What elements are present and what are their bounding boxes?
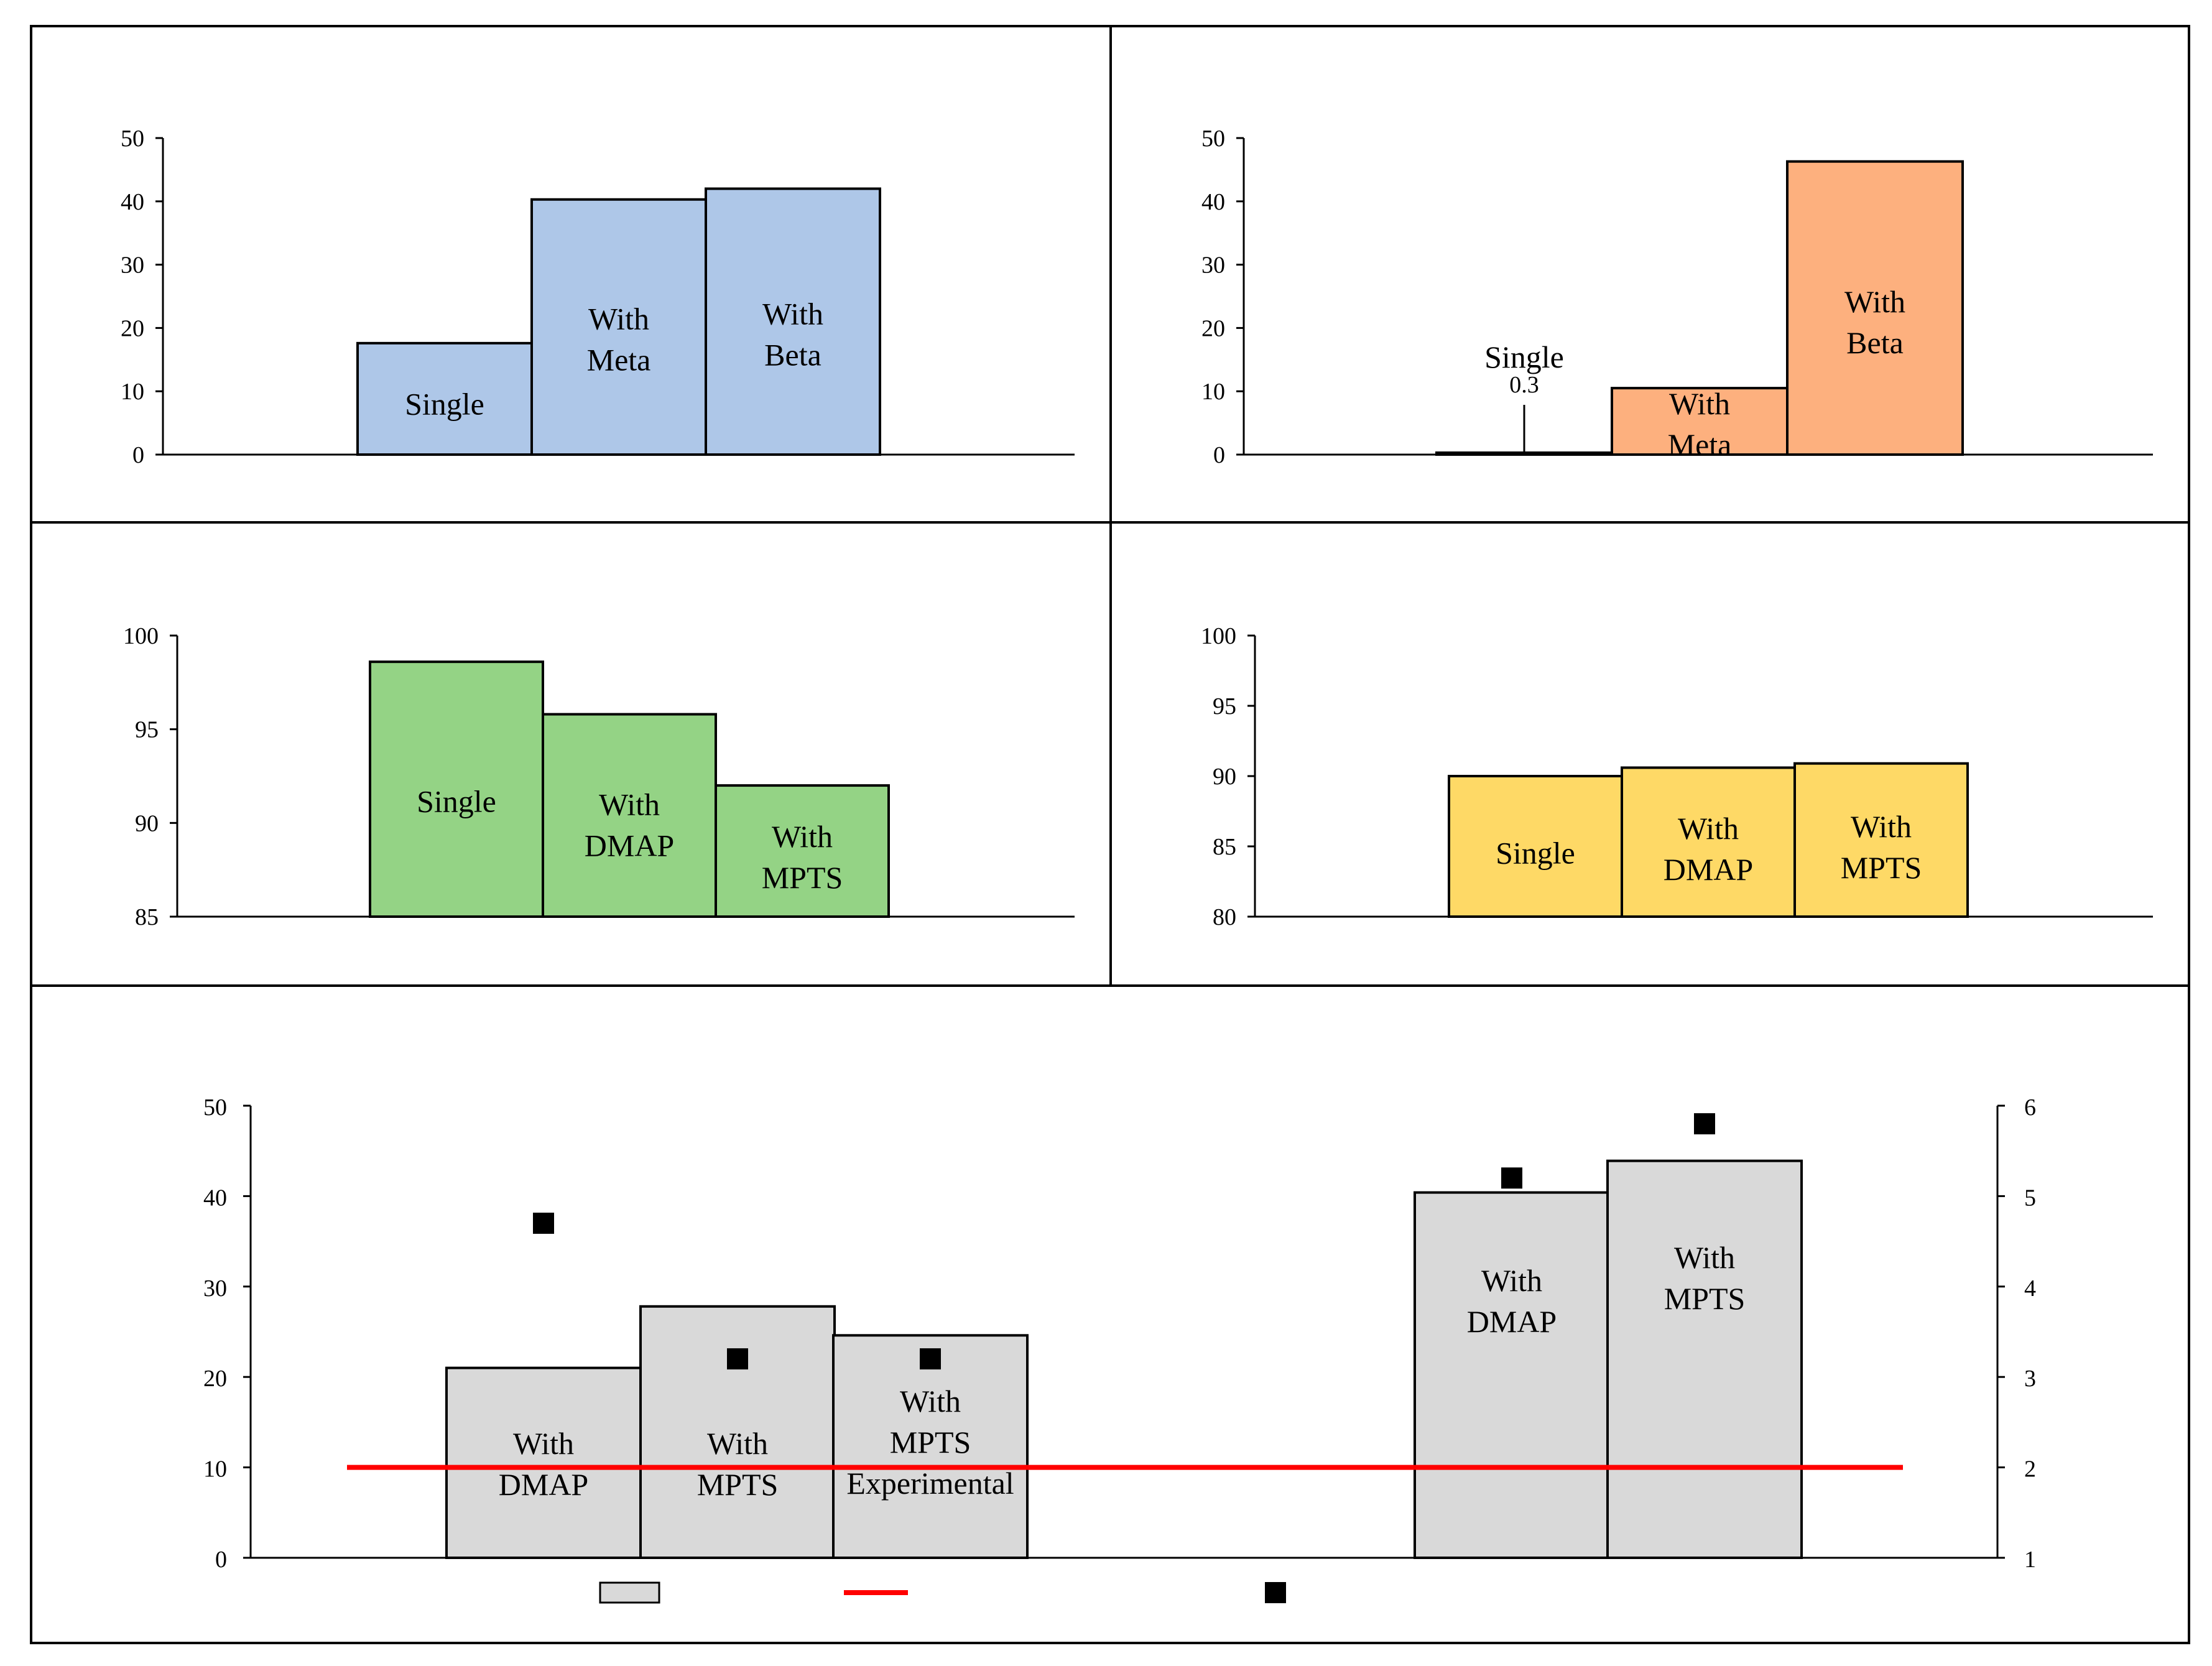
mpts-bar-label-2-line-1: With (1669, 386, 1730, 421)
api-loss-bar-label-3-line-2: MPTS (890, 1425, 971, 1460)
mpts-y-tick-label-6: 50 (1201, 126, 1225, 152)
beta-bar-label-2-line-2: DMAP (1664, 852, 1753, 887)
api-loss-bar-label-5-line-1: With (1674, 1240, 1735, 1275)
mpts-y-tick-label-1: 0 (1213, 442, 1225, 468)
meta-bar-2 (542, 713, 717, 919)
dmap-y-tick-label-6: 50 (121, 126, 144, 152)
api-loss-y-tick-label-5: 40 (203, 1185, 227, 1211)
api-loss-bar-label-3-line-3: Experimental (846, 1466, 1014, 1501)
meta-bar-label-3-line-2: MPTS (762, 860, 843, 895)
mpts-bar-2 (1611, 387, 1789, 456)
dmap-bar-2 (530, 198, 707, 456)
meta-bar-label-3-line-1: With (772, 819, 833, 854)
diafiltration-marker-4 (1501, 1167, 1522, 1189)
api-loss-y-tick-label-3: 20 (203, 1366, 227, 1392)
diafiltration-y-tick-label-1: 1 (2024, 1547, 2036, 1573)
api-loss-bar-label-4-line-1: With (1481, 1263, 1542, 1298)
diafiltration-marker-3 (920, 1348, 941, 1370)
meta-y-tick-label-2: 90 (135, 810, 159, 836)
beta-bar-label-3-line-2: MPTS (1841, 850, 1922, 885)
mpts-data-label-1: 0.3 (1509, 372, 1539, 398)
beta-bar-label-2-line-1: With (1678, 811, 1739, 846)
meta-bar-label-2-line-2: DMAP (585, 828, 674, 863)
beta-bar-label-3-line-1: With (1851, 809, 1912, 844)
diafiltration-marker-5 (1694, 1113, 1715, 1135)
dmap-y-tick-label-1: 0 (132, 442, 144, 468)
diafiltration-marker-1 (533, 1213, 554, 1234)
dmap-y-tick-label-5: 40 (121, 189, 144, 215)
legend-swatch-diafiltration (1265, 1582, 1286, 1603)
api-loss-bar-label-1-line-1: With (513, 1426, 574, 1461)
api-loss-bar-label-2-line-2: MPTS (697, 1467, 779, 1502)
diafiltration-y-tick-label-3: 3 (2024, 1366, 2036, 1392)
meta-bar-label-1-line-1: Single (417, 784, 496, 819)
api-loss-bar-1 (445, 1366, 642, 1559)
mpts-y-tick-label-4: 30 (1201, 252, 1225, 279)
mpts-bar-label-2-line-2: Meta (1668, 427, 1732, 462)
diafiltration-y-tick-label-6: 6 (2024, 1094, 2036, 1121)
beta-bar-1 (1448, 775, 1623, 918)
beta-y-tick-label-2: 85 (1213, 834, 1236, 860)
api-loss-bar-5 (1606, 1159, 1803, 1559)
api-loss-bar-3 (832, 1334, 1029, 1559)
api-loss-bar-label-4-line-2: DMAP (1467, 1304, 1557, 1339)
api-loss-y-tick-label-4: 30 (203, 1275, 227, 1302)
dmap-y-tick-label-3: 20 (121, 315, 144, 341)
beta-y-tick-label-4: 95 (1213, 693, 1236, 720)
api-loss-bar-label-2-line-1: With (707, 1426, 768, 1461)
meta-y-tick-label-4: 100 (123, 623, 159, 649)
mpts-y-tick-label-2: 10 (1201, 379, 1225, 405)
dmap-bar-label-3-line-1: With (762, 297, 823, 331)
meta-y-tick-label-1: 85 (135, 904, 159, 930)
api-loss-bar-4 (1414, 1191, 1610, 1559)
diafiltration-y-tick-label-2: 2 (2024, 1456, 2036, 1483)
beta-y-tick-label-1: 80 (1213, 904, 1236, 930)
beta-y-tick-label-3: 90 (1213, 764, 1236, 790)
api-loss-y-tick-label-1: 0 (215, 1547, 227, 1573)
beta-bar-3 (1793, 762, 1969, 919)
meta-bar-label-2-line-1: With (599, 787, 660, 822)
mpts-bar-label-3-line-2: Beta (1846, 325, 1904, 360)
mpts-y-tick-label-5: 40 (1201, 189, 1225, 215)
dmap-bar-label-2-line-1: With (588, 301, 649, 336)
panel-api-loss: WithDMAPWithMPTSWithMPTSExperimentalWith… (203, 1094, 2036, 1604)
dmap-y-tick-label-4: 30 (121, 252, 144, 279)
api-loss-bar-label-5-line-2: MPTS (1664, 1281, 1746, 1316)
api-loss-bar-label-3-line-1: With (900, 1384, 961, 1418)
dmap-bar-1 (356, 341, 533, 456)
mpts-y-tick-label-3: 20 (1201, 315, 1225, 341)
beta-y-tick-label-5: 100 (1201, 623, 1236, 649)
beta-bar-label-1-line-1: Single (1496, 835, 1575, 870)
dmap-bar-3 (705, 187, 881, 456)
diafiltration-y-tick-label-5: 5 (2024, 1185, 2036, 1211)
meta-bar-1 (369, 660, 544, 918)
api-loss-y-tick-label-2: 10 (203, 1456, 227, 1483)
legend-swatch-api-loss (599, 1581, 660, 1604)
meta-bar-3 (715, 784, 890, 918)
diafiltration-y-tick-label-4: 4 (2024, 1275, 2036, 1302)
dmap-bar-label-2-line-2: Meta (587, 342, 651, 377)
mpts-bar-label-3-line-1: With (1844, 284, 1905, 319)
mpts-bar-label-1-line-1: Single (1484, 340, 1564, 374)
meta-y-tick-label-3: 95 (135, 717, 159, 743)
dmap-bar-label-1-line-1: Single (405, 386, 484, 421)
legend (599, 1581, 1286, 1604)
dmap-y-tick-label-2: 10 (121, 379, 144, 405)
api-loss-y-tick-label-6: 50 (203, 1094, 227, 1121)
api-loss-bar-label-1-line-2: DMAP (499, 1467, 588, 1502)
diafiltration-marker-2 (727, 1348, 748, 1370)
beta-bar-2 (1621, 766, 1796, 918)
dmap-bar-label-3-line-2: Beta (764, 338, 821, 373)
